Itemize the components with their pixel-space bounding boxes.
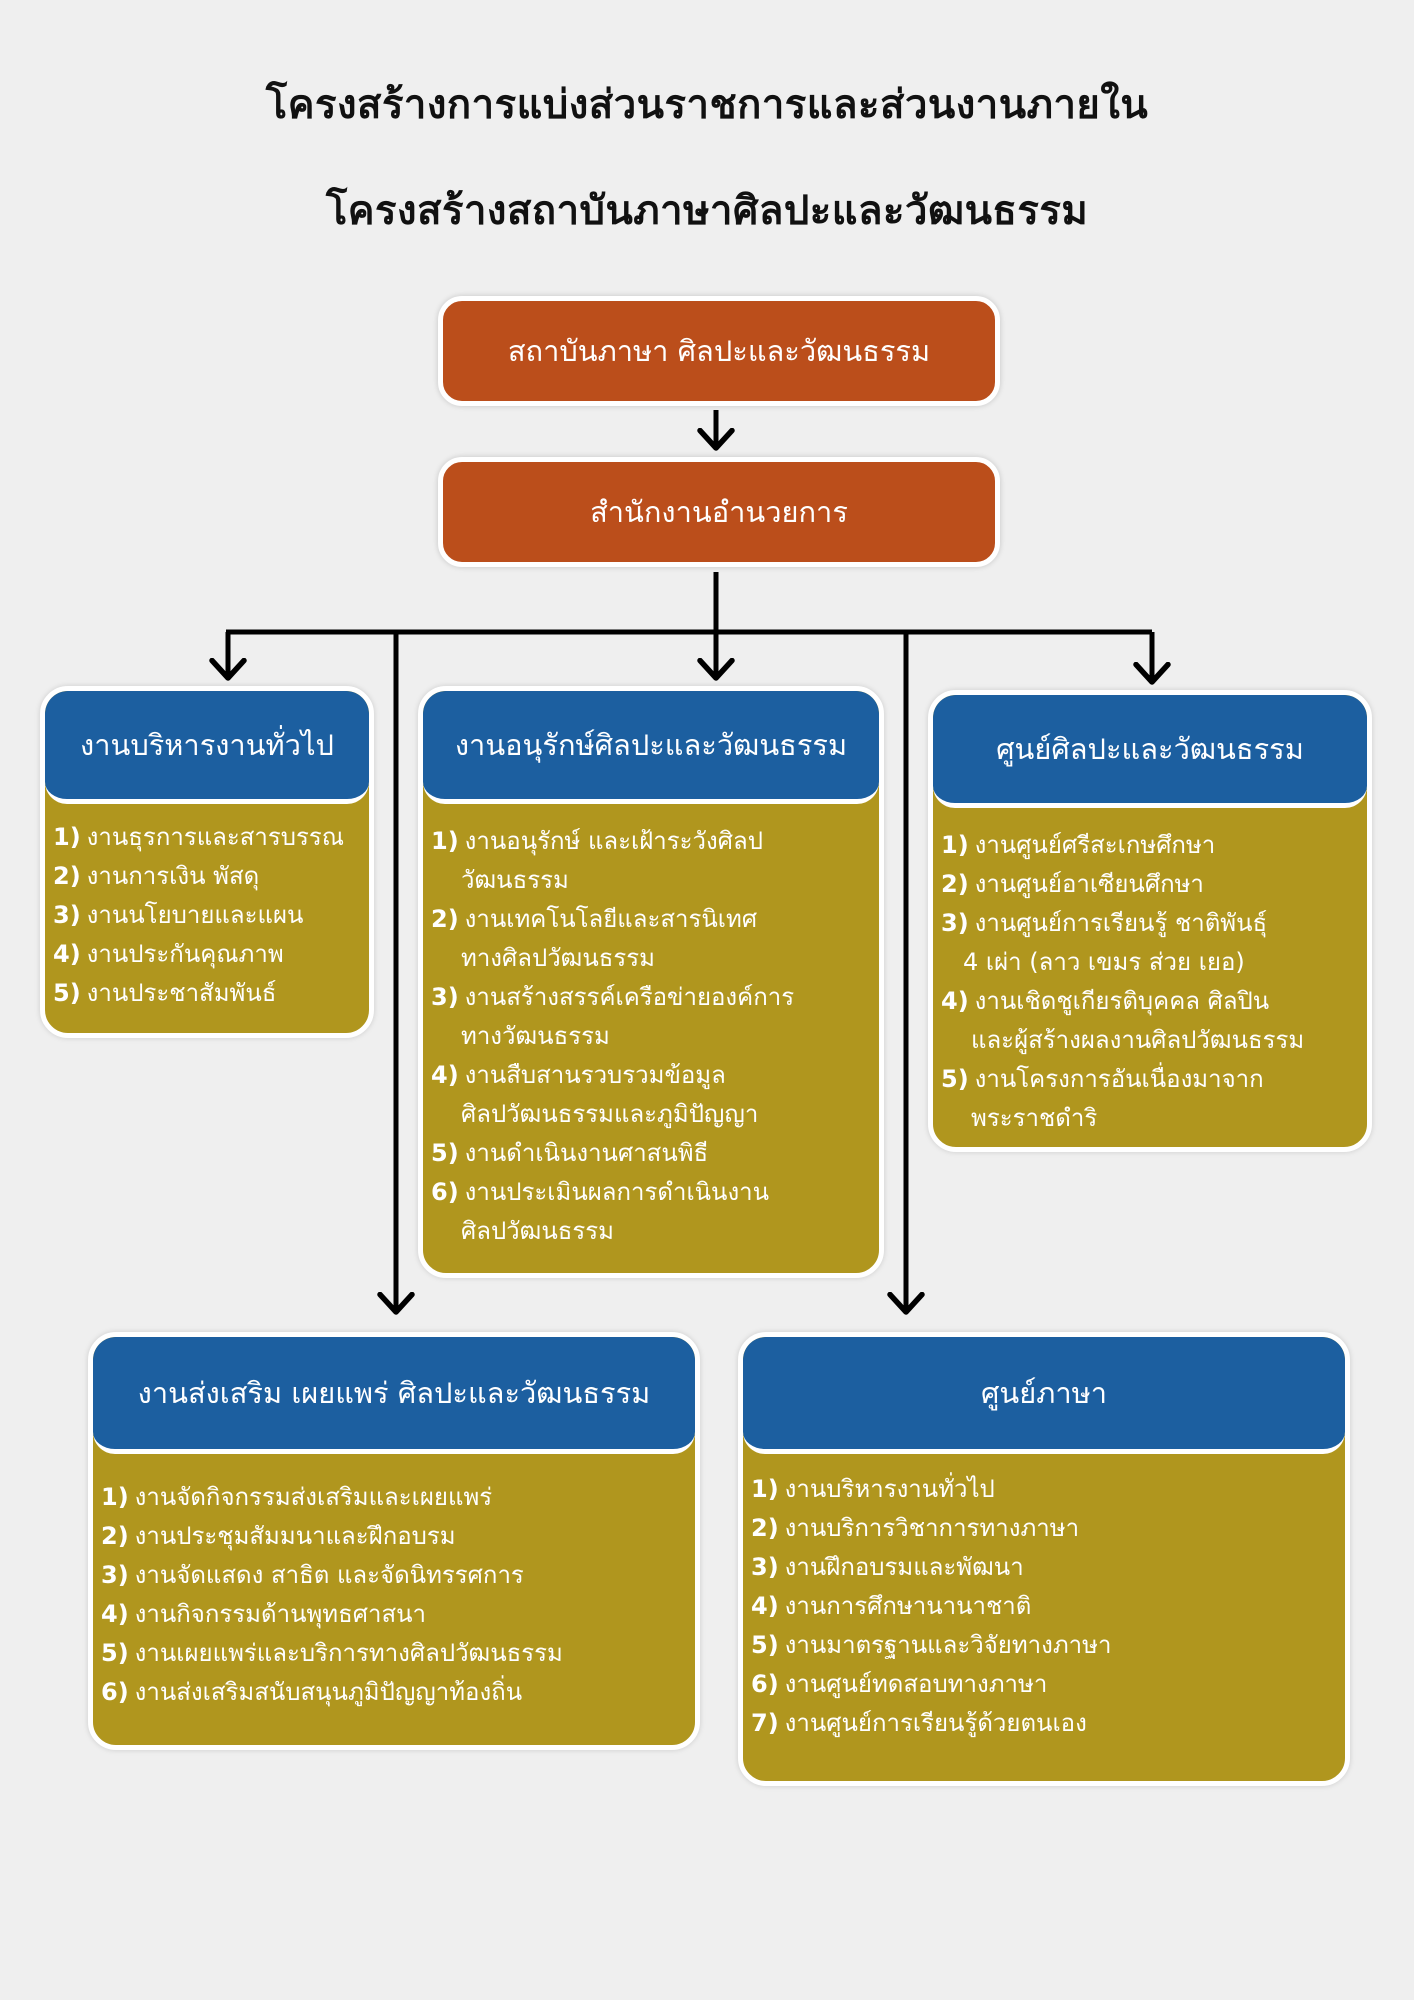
dept-language-list: 1)งานบริหารงานทั่วไป 2)งานบริการวิชาการท… — [743, 1454, 1345, 1743]
diagram-title-line-1: โครงสร้างการแบ่งส่วนราชการและส่วนงานภายใ… — [265, 82, 1149, 128]
dept-center-list: 1)งานศูนย์ศรีสะเกษศึกษา 2)งานศูนย์อาเซีย… — [933, 808, 1367, 1138]
list-item: 3)งานจัดแสดง สาธิต และจัดนิทรรศการ — [101, 1561, 524, 1589]
list-item-continuation: 4 เผ่า (ลาว เขมร ส่วย เยอ) — [963, 948, 1245, 976]
top-unit-label: สถาบันภาษา ศิลปะและวัฒนธรรม — [507, 334, 931, 368]
list-item-continuation: และผู้สร้างผลงานศิลปวัฒนธรรม — [971, 1026, 1305, 1054]
list-item: 5)งานเผยแพร่และบริการทางศิลปวัฒนธรรม — [101, 1639, 563, 1667]
list-item: 2)งานประชุมสัมมนาและฝึกอบรม — [101, 1522, 456, 1550]
dept-conserve-list: 1)งานอนุรักษ์ และเฝ้าระวังศิลป วัฒนธรรม … — [423, 804, 879, 1251]
list-item: 6)งานส่งเสริมสนับสนุนภูมิปัญญาท้องถิ่น — [101, 1678, 523, 1706]
list-item: 1)งานอนุรักษ์ และเฝ้าระวังศิลป — [431, 827, 763, 855]
list-item-continuation: พระราชดำริ — [971, 1104, 1098, 1132]
dept-center-header: ศูนย์ศิลปะและวัฒนธรรม — [933, 695, 1367, 808]
dept-conserve-header: งานอนุรักษ์ศิลปะและวัฒนธรรม — [423, 691, 879, 804]
list-item: 6)งานศูนย์ทดสอบทางภาษา — [751, 1670, 1048, 1698]
list-item: 4)งานการศึกษานานาชาติ — [751, 1592, 1032, 1620]
list-item: 6)งานประเมินผลการดำเนินงาน — [431, 1178, 770, 1206]
list-item: 1)งานศูนย์ศรีสะเกษศึกษา — [941, 831, 1216, 859]
dept-promote-header: งานส่งเสริม เผยแพร่ ศิลปะและวัฒนธรรม — [93, 1337, 695, 1454]
diagram-title-line-2: โครงสร้างสถาบันภาษาศิลปะและวัฒนธรรม — [325, 188, 1089, 234]
list-item: 3)งานฝึกอบรมและพัฒนา — [751, 1553, 1024, 1581]
list-item: 2)งานบริการวิชาการทางภาษา — [751, 1514, 1080, 1542]
office-box: สำนักงานอำนวยการ — [438, 457, 1000, 567]
dept-admin-header: งานบริหารงานทั่วไป — [45, 691, 369, 804]
office-label: สำนักงานอำนวยการ — [590, 495, 848, 529]
list-item: 5)งานประชาสัมพันธ์ — [53, 979, 277, 1007]
list-item: 5)งานมาตรฐานและวิจัยทางภาษา — [751, 1631, 1112, 1659]
list-item: 2)งานเทคโนโลยีและสารนิเทศ — [431, 905, 758, 933]
list-item: 4)งานประกันคุณภาพ — [53, 940, 284, 968]
list-item-continuation: วัฒนธรรม — [461, 866, 569, 894]
dept-admin-list: 1)งานธุรการและสารบรรณ 2)งานการเงิน พัสดุ… — [45, 804, 369, 1013]
list-item: 4)งานเชิดชูเกียรติบุคคล ศิลปิน — [941, 987, 1270, 1015]
list-item: 4)งานกิจกรรมด้านพุทธศาสนา — [101, 1600, 426, 1628]
list-item: 2)งานการเงิน พัสดุ — [53, 862, 260, 890]
dept-promote-list: 1)งานจัดกิจกรรมส่งเสริมและเผยแพร่ 2)งานป… — [93, 1454, 695, 1712]
list-item-continuation: ทางศิลปวัฒนธรรม — [461, 944, 656, 972]
list-item: 1)งานบริหารงานทั่วไป — [751, 1475, 995, 1503]
list-item: 7)งานศูนย์การเรียนรู้ด้วยตนเอง — [751, 1709, 1087, 1737]
dept-center-box: ศูนย์ศิลปะและวัฒนธรรม 1)งานศูนย์ศรีสะเกษ… — [928, 690, 1372, 1152]
dept-promote-box: งานส่งเสริม เผยแพร่ ศิลปะและวัฒนธรรม 1)ง… — [88, 1332, 700, 1750]
list-item: 3)งานศูนย์การเรียนรู้ ชาติพันธุ์ — [941, 909, 1268, 937]
list-item: 5)งานดำเนินงานศาสนพิธี — [431, 1139, 709, 1167]
list-item: 1)งานธุรการและสารบรรณ — [53, 823, 345, 851]
list-item: 3)งานสร้างสรรค์เครือข่ายองค์การ — [431, 983, 795, 1011]
top-unit-box: สถาบันภาษา ศิลปะและวัฒนธรรม — [438, 296, 1000, 406]
list-item: 5)งานโครงการอันเนื่องมาจาก — [941, 1065, 1264, 1093]
list-item: 4)งานสืบสานรวบรวมข้อมูล — [431, 1061, 726, 1089]
dept-conserve-box: งานอนุรักษ์ศิลปะและวัฒนธรรม 1)งานอนุรักษ… — [418, 686, 884, 1278]
list-item-continuation: ทางวัฒนธรรม — [461, 1022, 610, 1050]
list-item-continuation: ศิลปวัฒนธรรม — [461, 1217, 614, 1245]
dept-language-header: ศูนย์ภาษา — [743, 1337, 1345, 1454]
list-item: 1)งานจัดกิจกรรมส่งเสริมและเผยแพร่ — [101, 1483, 493, 1511]
dept-language-box: ศูนย์ภาษา 1)งานบริหารงานทั่วไป 2)งานบริก… — [738, 1332, 1350, 1786]
dept-admin-box: งานบริหารงานทั่วไป 1)งานธุรการและสารบรรณ… — [40, 686, 374, 1038]
list-item-continuation: ศิลปวัฒนธรรมและภูมิปัญญา — [461, 1100, 759, 1128]
list-item: 2)งานศูนย์อาเซียนศึกษา — [941, 870, 1204, 898]
list-item: 3)งานนโยบายและแผน — [53, 901, 304, 929]
